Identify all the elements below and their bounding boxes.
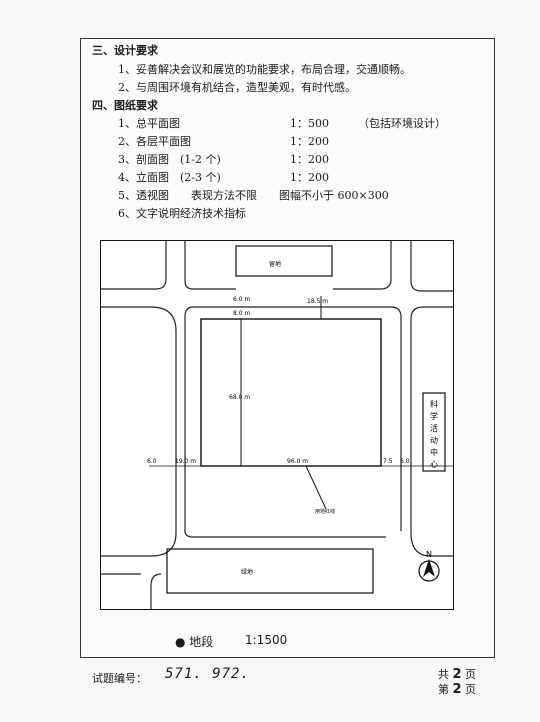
section3-heading: 三、设计要求 (92, 44, 158, 57)
dim-bottom-right2: 6.0 (400, 458, 410, 465)
dim-bottom-right: 7.5 (383, 458, 393, 465)
site-caption: ● 地段 (175, 635, 214, 649)
section3-item-1: 1、妥善解决会议和展览的功能要求，布局合理，交通顺畅。 (118, 63, 411, 76)
drawing-row-1-scale: 1：500 (290, 117, 329, 130)
total-pages: 共 2 页 (438, 666, 476, 682)
drawing-row-6: 6、文字说明经济技术指标 (118, 207, 246, 220)
current-page-value: 2 (452, 682, 462, 697)
pointer-line (305, 465, 327, 510)
site-caption-scale: 1:1500 (245, 633, 288, 647)
top-building-label: 留地 (269, 260, 281, 268)
bottom-building-label: 绿地 (241, 568, 253, 576)
current-page: 第 2 页 (438, 681, 476, 697)
drawing-row-2-scale: 1：200 (290, 135, 329, 148)
total-prefix: 共 (438, 668, 449, 681)
site-boundary (200, 318, 382, 467)
section3-item-2: 2、与周围环境有机结合，造型美观，有时代感。 (118, 81, 356, 94)
section4-heading: 四、图纸要求 (92, 99, 158, 112)
site-plan-drawing: 留地 6.0 m 8.0 m 18.5 m 68.0 m 6.0 19.0 m … (101, 241, 453, 609)
dim-bottom-width: 96.0 m (287, 458, 308, 465)
bottom-building (166, 548, 374, 594)
dim-top-inner: 8.0 m (233, 310, 250, 317)
current-prefix: 第 (438, 683, 449, 696)
north-label: N (426, 550, 432, 559)
dim-top-right: 18.5 m (307, 298, 328, 305)
drawing-row-2: 2、各层平面图 (118, 135, 191, 148)
pointer-label: 用地红线 (315, 508, 335, 515)
drawing-row-1-note: （包括环境设计） (358, 117, 446, 130)
drawing-row-3-scale: 1：200 (290, 153, 329, 166)
total-suffix: 页 (465, 668, 477, 681)
right-building-label: 科学活动中心 (430, 399, 438, 469)
exam-number-value: 571. 972. (165, 666, 250, 682)
drawing-row-3: 3、剖面图 (1-2 个) (118, 153, 221, 166)
dim-left-height: 68.0 m (229, 394, 250, 401)
north-arrow-icon (418, 559, 440, 582)
right-building (422, 392, 446, 472)
top-building (235, 245, 333, 277)
current-suffix: 页 (465, 683, 477, 696)
dim-bottom-left: 6.0 (147, 458, 157, 465)
total-pages-value: 2 (452, 667, 462, 682)
drawing-row-1: 1、总平面图 (118, 117, 180, 130)
dim-top-setback: 6.0 m (233, 296, 250, 303)
drawing-row-4: 4、立面图 (2-3 个) (118, 171, 221, 184)
site-plan: 留地 6.0 m 8.0 m 18.5 m 68.0 m 6.0 19.0 m … (100, 240, 454, 610)
right-building-label-text: 科学活动中心 (430, 399, 438, 469)
drawing-row-5: 5、透视图 表现方法不限 图幅不小于 600×300 (118, 189, 389, 202)
roads (101, 241, 453, 609)
dim-bottom-left2: 19.0 m (175, 458, 196, 465)
exam-number-label: 试题编号： (92, 672, 147, 685)
drawing-row-4-scale: 1：200 (290, 171, 329, 184)
